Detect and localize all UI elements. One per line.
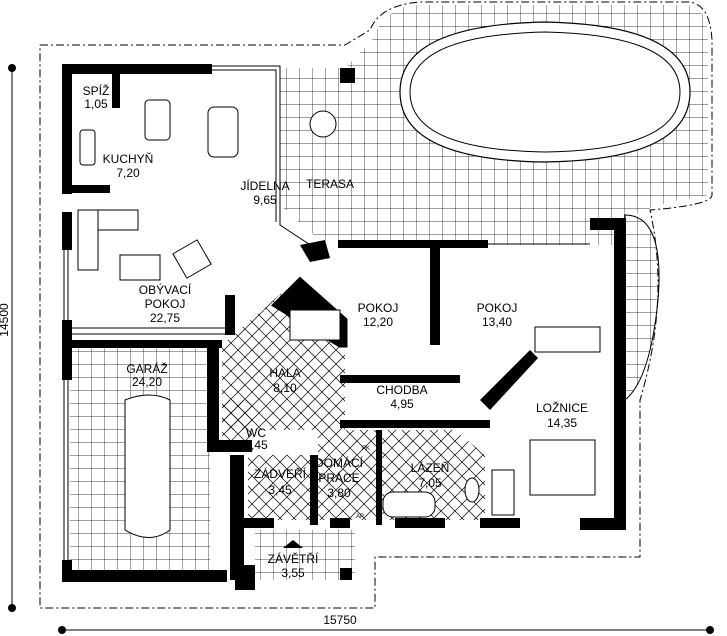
- room-area: 4,95: [390, 397, 414, 411]
- plot-outline: [39, 1, 713, 609]
- wc-floor: [222, 400, 252, 445]
- entrance-arrow-icon: [283, 540, 303, 548]
- room-area: 3,45: [268, 483, 292, 497]
- fixture-label: PK: [362, 446, 370, 452]
- room-name: SPÍŽ: [83, 83, 110, 98]
- room-name: LÁZEŇ: [411, 460, 450, 475]
- room-area: 3,55: [281, 566, 305, 580]
- room-area: 7,05: [418, 476, 442, 490]
- room-labels: SPÍŽ 1,05 KUCHYŇ 7,20 JÍDELNA 9,65 TERAS…: [83, 83, 588, 580]
- car-icon: [124, 394, 171, 538]
- terrace-right-tiles: [624, 214, 660, 402]
- room-area: 14,35: [547, 416, 577, 430]
- zadveri-floor: [248, 455, 310, 520]
- room-area: 22,75: [150, 311, 180, 325]
- room-name: KUCHYŇ: [103, 151, 154, 166]
- windows: [63, 65, 623, 560]
- room-name: GARÁŽ: [126, 361, 167, 376]
- dimension-height: 14500: [0, 64, 16, 612]
- room-name: POKOJ: [145, 297, 186, 311]
- room-name: WC: [246, 426, 266, 440]
- room-name: JÍDELNA: [240, 178, 289, 193]
- room-name: DOMÁCÍ: [315, 455, 364, 470]
- dining-table: [207, 106, 239, 158]
- fixture-label: AP: [356, 514, 364, 520]
- zavetri-floor: [255, 530, 355, 580]
- room-name: TERASA: [306, 177, 354, 191]
- dimension-label: 14500: [0, 303, 11, 337]
- domaci-prace-floor: [318, 430, 376, 520]
- room-area: 7,20: [116, 166, 140, 180]
- dimension-width: 15750: [58, 613, 714, 634]
- room-area: 9,65: [253, 193, 277, 207]
- room-area: 3,80: [327, 486, 351, 500]
- room-name: ZÁVĚTŘÍ: [268, 551, 319, 566]
- room-name: POKOJ: [358, 301, 399, 315]
- room-area: 13,40: [482, 315, 512, 329]
- furniture: [77, 99, 601, 538]
- room-name: CHODBA: [376, 383, 427, 397]
- room-area: 1,05: [84, 97, 108, 111]
- room-area: 1,45: [244, 438, 268, 452]
- room-area: 24,20: [132, 375, 162, 389]
- pool: [399, 21, 691, 163]
- room-area: 12,20: [363, 315, 393, 329]
- room-name: LOŽNICE: [536, 400, 588, 415]
- room-name: PRÁCE: [318, 470, 359, 485]
- terrace-table: [309, 110, 337, 138]
- dimension-label: 15750: [323, 613, 357, 627]
- room-name: POKOJ: [477, 301, 518, 315]
- room-area: 8,10: [273, 381, 297, 395]
- room-name: HALA: [269, 366, 300, 380]
- room-name: OBÝVACÍ: [139, 282, 192, 297]
- room-name: ZÁDVEŘÍ: [254, 466, 307, 481]
